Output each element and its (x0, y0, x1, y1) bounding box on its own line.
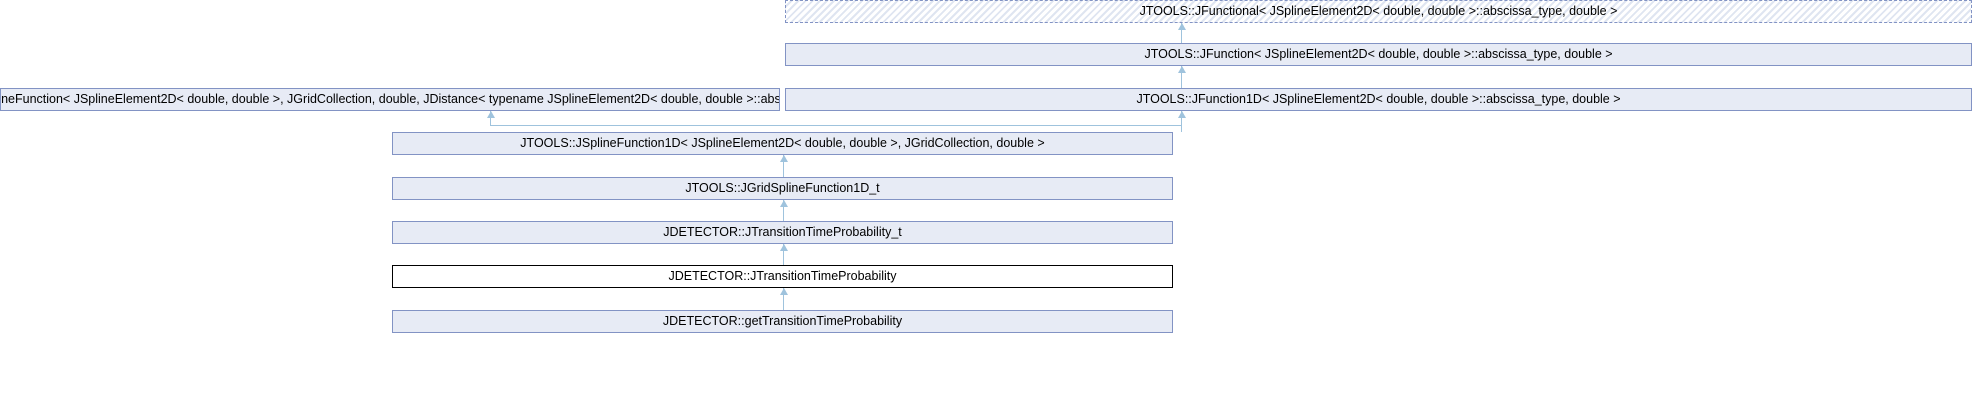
node-jtools-jsplinefunction[interactable]: JTOOLS::JSplineFunction< JSplineElement2… (0, 88, 780, 111)
node-jtools-jfunction[interactable]: JTOOLS::JFunction< JSplineElement2D< dou… (785, 43, 1972, 66)
arrowhead-jttp-t-to-jgridsplinefunction1d (780, 200, 788, 207)
node-jtools-jsplinefunction1d[interactable]: JTOOLS::JSplineFunction1D< JSplineElemen… (392, 132, 1173, 155)
node-jtools-jfunction1d[interactable]: JTOOLS::JFunction1D< JSplineElement2D< d… (785, 88, 1972, 111)
node-label: JTOOLS::JGridSplineFunction1D_t (685, 181, 880, 196)
node-jdetector-jtransitiontimeprobability[interactable]: JDETECTOR::JTransitionTimeProbability (392, 265, 1173, 288)
node-label: JTOOLS::JFunction< JSplineElement2D< dou… (1144, 47, 1613, 62)
edge-jsplinefunction1d-to-jfunction1d (1181, 111, 1182, 132)
arrowhead-jfunction-to-jfunctional (1178, 23, 1186, 30)
arrowhead-jfunction1d-to-jfunction (1178, 66, 1186, 73)
node-label: JTOOLS::JFunctional< JSplineElement2D< d… (1139, 4, 1618, 19)
arrowhead-jsplinefunction1d-to-jsplinefunction (487, 111, 495, 118)
node-label: JDETECTOR::getTransitionTimeProbability (662, 314, 903, 329)
node-label: JTOOLS::JFunction1D< JSplineElement2D< d… (1136, 92, 1621, 107)
arrowhead-jttp-to-jttp-t (780, 244, 788, 251)
node-label: JDETECTOR::JTransitionTimeProbability_t (663, 225, 902, 240)
edge-jsplinefunction1d-riser (1181, 125, 1182, 132)
edge-jgridsplinefunction1d-to-jsplinefunction1d (783, 155, 784, 177)
edge-jttp-to-jttp-t (783, 244, 784, 265)
node-jdetector-jtransitiontimeprobability-t[interactable]: JDETECTOR::JTransitionTimeProbability_t (392, 221, 1173, 244)
node-label: JDETECTOR::JTransitionTimeProbability (668, 269, 897, 284)
edge-jfunction-to-jfunctional (1181, 23, 1182, 43)
arrowhead-getjttp-to-jttp (780, 288, 788, 295)
node-label: JTOOLS::JSplineFunction< JSplineElement2… (0, 92, 780, 107)
arrowhead-jgridsplinefunction1d-to-jsplinefunction1d (780, 155, 788, 162)
node-jdetector-gettransitiontimeprobability[interactable]: JDETECTOR::getTransitionTimeProbability (392, 310, 1173, 333)
edge-getjttp-to-jttp (783, 288, 784, 310)
node-jtools-jfunctional[interactable]: JTOOLS::JFunctional< JSplineElement2D< d… (785, 0, 1972, 23)
node-label: JTOOLS::JSplineFunction1D< JSplineElemen… (520, 136, 1045, 151)
edge-jsplinefunction1d-to-jsplinefunction-horizontal (490, 125, 1182, 126)
edge-jfunction1d-to-jfunction (1181, 66, 1182, 88)
edge-jsplinefunction1d-to-jsplinefunction-vertical (490, 111, 491, 126)
arrowhead-jsplinefunction1d-to-jfunction1d (1178, 111, 1186, 118)
node-jtools-jgridsplinefunction1d-t[interactable]: JTOOLS::JGridSplineFunction1D_t (392, 177, 1173, 200)
edge-jttp-t-to-jgridsplinefunction1d (783, 200, 784, 221)
